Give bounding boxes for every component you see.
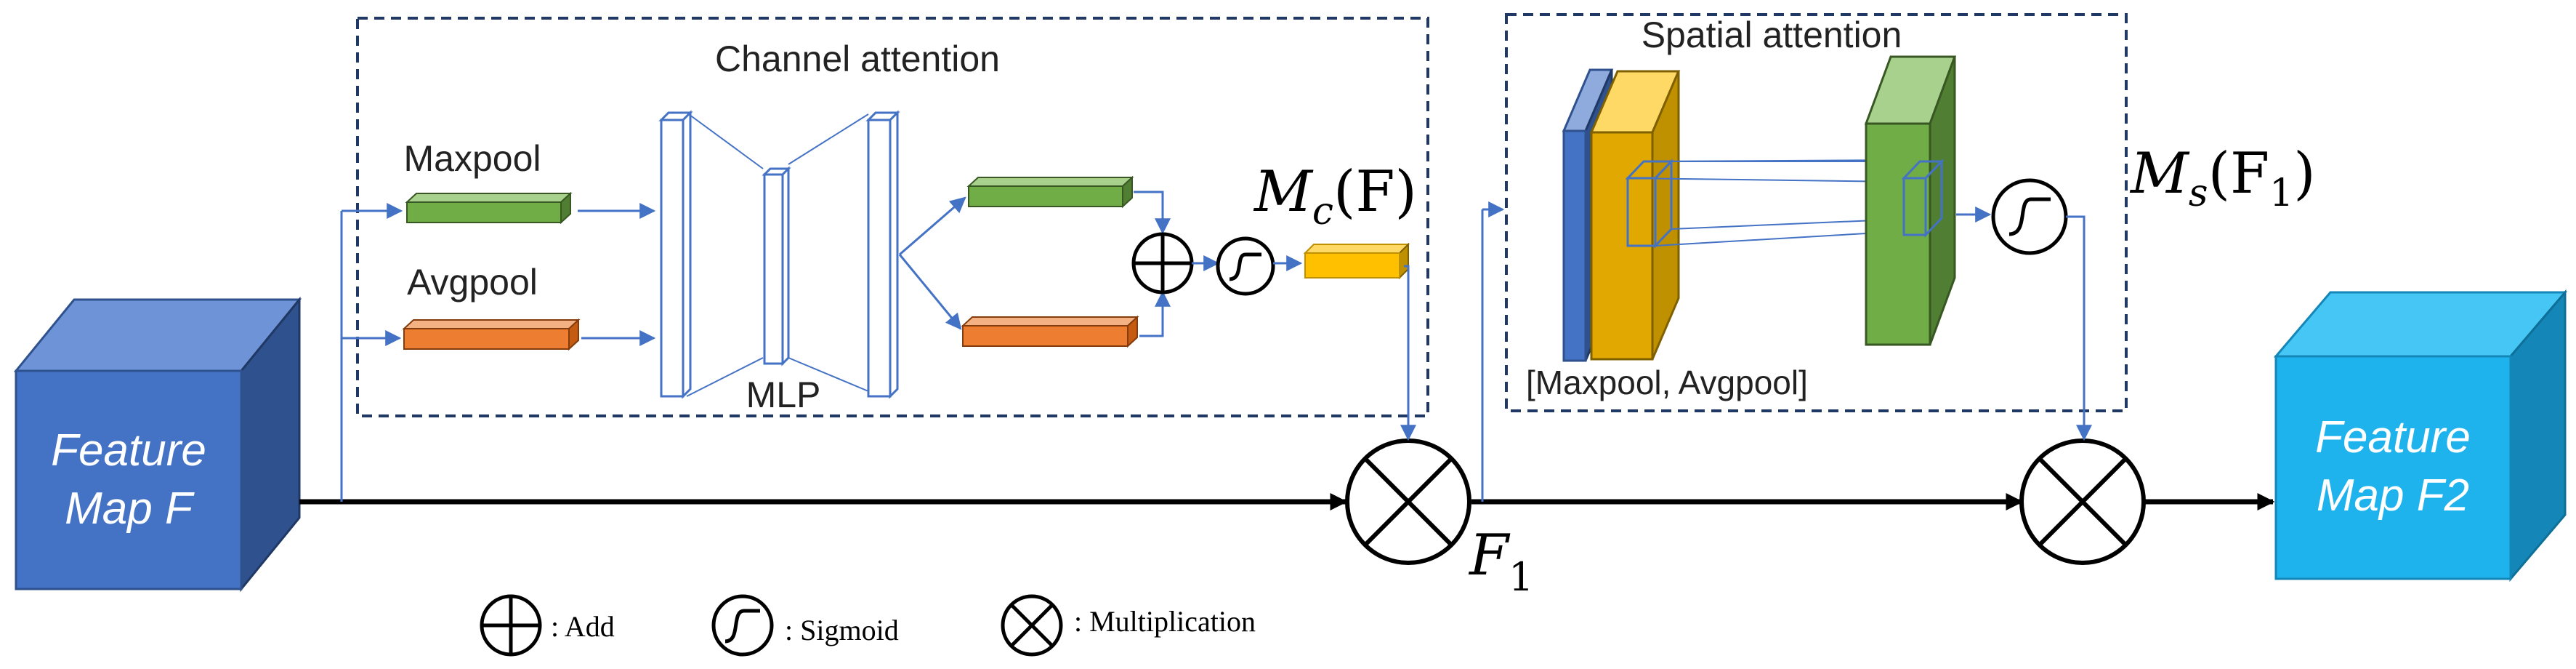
avgpool-label: Avgpool [407, 262, 538, 303]
mlp-label: MLP [746, 374, 821, 415]
convolution-projection [1627, 159, 1926, 247]
add-node [1131, 232, 1194, 295]
mlp-network [658, 110, 900, 399]
input-feature-label-line1: Feature [51, 425, 206, 476]
multiplication-node-2 [2019, 438, 2146, 565]
arrow-avg-to-add [1139, 290, 1171, 337]
spatial-attention-box [1505, 13, 2128, 412]
channel-attention-box [356, 17, 1429, 417]
legend: : Add : Sigmoid : Multiplication [480, 594, 1256, 657]
spatial-pool-label: [Maxpool, Avgpool] [1526, 364, 1808, 401]
legend-sigmoid-label: : Sigmoid [785, 614, 899, 646]
avgpool-vector [402, 318, 581, 351]
legend-sigmoid-icon [711, 594, 774, 657]
spatial-conv-output-map [1864, 55, 1957, 346]
sigmoid-node-spatial [1991, 178, 2068, 255]
arrow-max-to-add [1134, 191, 1171, 235]
spatial-attention-title: Spatial attention [1642, 15, 1902, 55]
output-feature-cube: Feature Map F2 [2273, 289, 2568, 582]
legend-multiplication-label: : Multiplication [1074, 605, 1256, 638]
output-feature-label-line2: Map F2 [2317, 470, 2469, 521]
input-feature-cube: Feature Map F [13, 296, 302, 593]
maxpool-vector [405, 191, 573, 225]
legend-add-label: : Add [551, 610, 615, 643]
pooled-feature-maps [1562, 68, 1681, 362]
mlp-max-output-vector [966, 175, 1134, 209]
maxpool-label: Maxpool [404, 138, 541, 179]
arrow-mc-to-multiply [1400, 265, 1416, 441]
mc-label: Mc(F) [1253, 159, 1417, 233]
sigmoid-node-channel [1216, 236, 1275, 296]
intermediate-feature-label: F1 [1468, 523, 1533, 600]
arrow-mlp-to-max-out [899, 196, 966, 256]
mc-vector [1303, 242, 1410, 280]
arrow-ms-to-multiply [2066, 215, 2092, 441]
input-feature-label-line2: Map F [65, 484, 195, 534]
legend-multiplication-icon [1001, 594, 1063, 657]
multiplication-node-1 [1345, 438, 1471, 565]
channel-attention-title: Channel attention [715, 39, 1000, 79]
arrow-mlp-to-avg-out [898, 254, 962, 330]
output-feature-label-line1: Feature [2315, 412, 2471, 462]
ms-label: Ms(F1) [2129, 141, 2316, 215]
mlp-avg-output-vector [961, 315, 1139, 348]
legend-add-icon [480, 594, 542, 657]
